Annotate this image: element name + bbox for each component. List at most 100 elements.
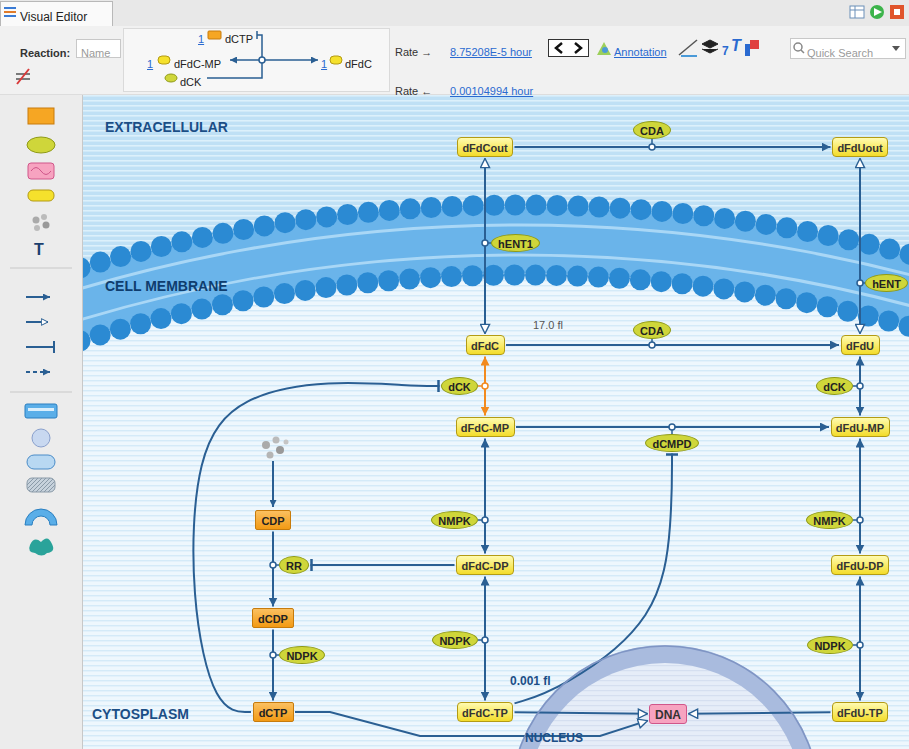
enzyme-ellipse: CDA [633, 321, 671, 339]
node-label: dCDP [258, 613, 288, 625]
species-box: dFdC-TP [457, 702, 513, 722]
lipid-head [90, 252, 111, 273]
label: 1 [147, 53, 153, 72]
label: 0.00104994 hour [450, 80, 533, 99]
lipid-head [233, 290, 254, 311]
lipid-head [151, 236, 172, 257]
lipid-head [837, 301, 858, 322]
window-icons [850, 5, 904, 19]
node-label: dFdU-MP [836, 422, 884, 434]
membrane-heads [83, 195, 909, 358]
label: dCTP [225, 28, 253, 47]
lipid-head [379, 200, 400, 221]
reaction-arrow [193, 383, 439, 712]
lipid-head [525, 265, 546, 286]
label-text: EXTRACELLULAR [105, 119, 228, 135]
label-text: 7 [722, 44, 729, 58]
species-box: dFdU-DP [831, 555, 889, 575]
dna-box: DNA [649, 704, 687, 724]
lipid-head [898, 316, 909, 337]
label-text: Visual Editor [20, 10, 87, 24]
reaction-arrow [689, 712, 831, 713]
species-box: dFdC [466, 335, 505, 355]
lipid-head [400, 198, 421, 219]
lipid-head [714, 208, 735, 229]
node-label: dFdC-DP [461, 560, 508, 572]
membrane-band [83, 240, 909, 749]
enzyme-ellipse: NDPK [432, 631, 478, 649]
label: Rate → [395, 41, 432, 60]
lipid-head [399, 269, 420, 290]
label-text: 1 [198, 33, 204, 45]
lipid-head [776, 288, 797, 309]
lipid-head [83, 330, 91, 351]
lipid-head [110, 319, 131, 340]
enzyme-ellipse: dCMPD [645, 434, 699, 452]
nuclear-envelope [510, 645, 820, 749]
label-text: dFdC [345, 58, 372, 70]
label: Reaction: [20, 42, 70, 61]
lipid-head [776, 217, 797, 238]
label: dFdC [345, 53, 372, 72]
lipid-head [589, 196, 610, 217]
palette-border [82, 95, 83, 749]
label: dCK [180, 71, 201, 90]
lipid-head [651, 271, 672, 292]
enzyme-ellipse: NMPK [806, 511, 853, 529]
node-label: dFdC [471, 340, 499, 352]
lipid-head [878, 310, 899, 331]
species-box: dFdUout [832, 137, 888, 157]
label-text: 0.00104994 hour [450, 85, 533, 97]
membrane-tail [83, 255, 909, 749]
palette [0, 95, 83, 749]
lipid-head [504, 265, 525, 286]
label: T [34, 240, 44, 259]
label: T [731, 36, 741, 55]
lipid-head [900, 244, 909, 265]
lipid-head [83, 257, 91, 278]
lipid-head [171, 231, 192, 252]
lipid-head [150, 308, 171, 329]
enzyme-ellipse: dCK [816, 377, 853, 395]
palette-icons [10, 108, 72, 556]
lipid-head [212, 223, 233, 244]
metabolite-box: dCTP [253, 702, 294, 722]
enzyme-ellipse: CDA [633, 121, 671, 139]
lipid-head [357, 272, 378, 293]
label: 17.0 fl [533, 314, 563, 333]
lipid-head [672, 273, 693, 294]
lipid-head [336, 275, 357, 296]
lipid-head [713, 278, 734, 299]
lipid-head [588, 267, 609, 288]
reaction-arrow [272, 532, 274, 607]
label: Name [81, 42, 110, 61]
label-text: CELL MEMBRANE [105, 278, 228, 294]
lipid-head [337, 204, 358, 225]
species-box: dFdU [841, 335, 880, 355]
lipid-head [130, 241, 151, 262]
node-label: NDPK [439, 635, 470, 647]
reaction-arrow [506, 344, 839, 346]
label: Quick Search [807, 42, 873, 61]
node-label: dFdCout [462, 142, 507, 154]
lipid-head [192, 227, 213, 248]
node-label: CDP [261, 515, 284, 527]
tab [1, 2, 113, 27]
species-box: dFdCout [457, 137, 513, 157]
lipid-head [547, 195, 568, 216]
label-text: Name [81, 47, 110, 59]
lipid-head [295, 209, 316, 230]
lipid-head [797, 221, 818, 242]
lipid-head [274, 283, 295, 304]
enzyme-ellipse: RR [279, 556, 309, 574]
lipid-head [483, 265, 504, 286]
lipid-head [420, 267, 441, 288]
reaction-arrow [484, 439, 486, 554]
lipid-head [316, 277, 337, 298]
membrane-tail [83, 225, 909, 749]
node-label: dCK [823, 381, 846, 393]
lipid-head [734, 281, 755, 302]
node-label: dFdU-TP [837, 707, 883, 719]
node-label: CDA [640, 125, 664, 137]
lipid-head [171, 303, 192, 324]
